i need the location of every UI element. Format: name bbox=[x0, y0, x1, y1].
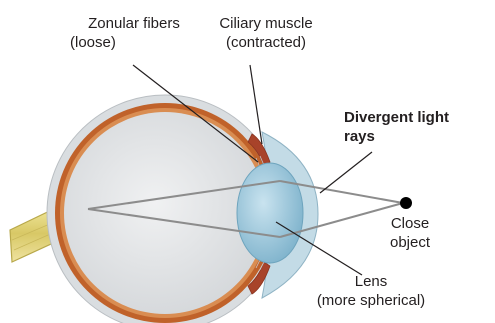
ciliary-muscle-label: Ciliary muscle (contracted) bbox=[206, 14, 326, 52]
leader-divergent bbox=[320, 152, 372, 193]
lens-line1: Lens bbox=[306, 272, 436, 291]
close-object-line1: Close bbox=[380, 214, 440, 233]
leader-ciliary bbox=[250, 65, 262, 144]
zonular-fibers-line1: Zonular fibers bbox=[64, 14, 204, 33]
close-object-label: Close object bbox=[380, 214, 440, 252]
ciliary-muscle-line1: Ciliary muscle bbox=[206, 14, 326, 33]
divergent-rays-label: Divergent light rays bbox=[344, 108, 449, 146]
ciliary-muscle-line2: (contracted) bbox=[206, 33, 326, 52]
divergent-rays-line2: rays bbox=[344, 127, 449, 146]
lens-line2: (more spherical) bbox=[306, 291, 436, 310]
divergent-rays-line1: Divergent light bbox=[344, 108, 449, 127]
close-object-line2: object bbox=[380, 233, 440, 252]
zonular-fibers-label: Zonular fibers (loose) bbox=[64, 14, 204, 52]
vitreous-body bbox=[64, 112, 266, 314]
lens bbox=[237, 163, 303, 263]
zonular-fibers-line2: (loose) bbox=[64, 33, 204, 52]
lens-label: Lens (more spherical) bbox=[306, 272, 436, 310]
close-object-dot bbox=[400, 197, 412, 209]
